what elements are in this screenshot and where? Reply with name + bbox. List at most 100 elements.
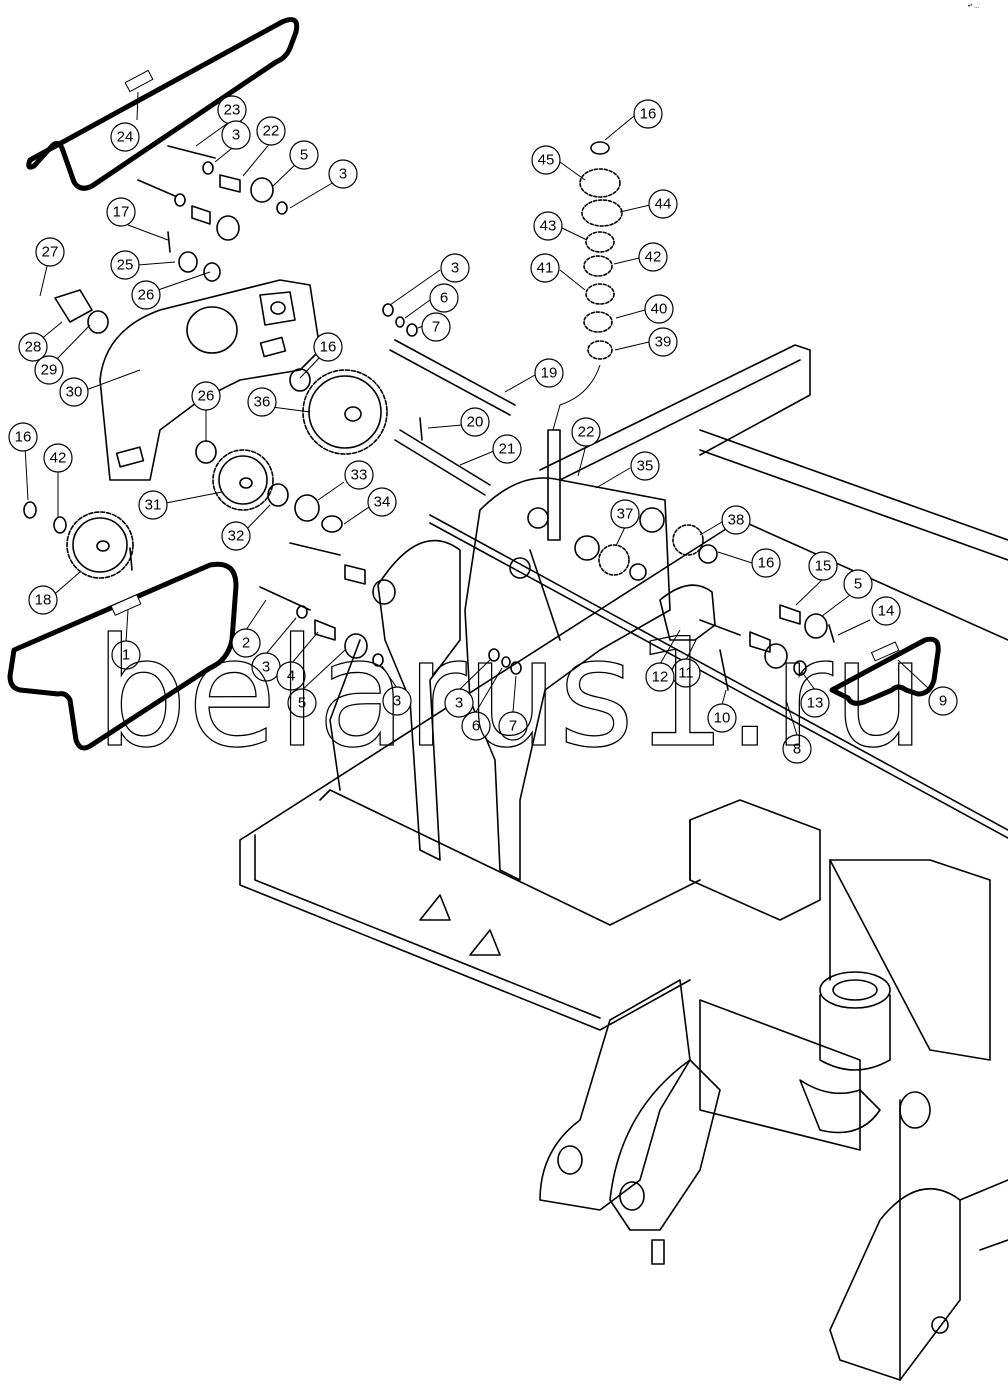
callout-21: 21 [492,434,522,464]
svg-text:32: 32 [228,528,245,545]
svg-text:30: 30 [66,384,83,401]
callout-7: 7 [498,711,528,741]
svg-text:37: 37 [617,506,634,523]
svg-text:1: 1 [122,647,130,664]
svg-text:18: 18 [35,592,52,609]
callout-16: 16 [633,99,663,129]
svg-text:21: 21 [499,441,516,458]
svg-text:23: 23 [224,102,241,119]
callout-16: 16 [751,548,781,578]
svg-text:5: 5 [854,576,862,593]
svg-text:16: 16 [15,429,32,446]
callout-6: 6 [461,711,491,741]
sprocket-18 [66,511,134,579]
callout-40: 40 [644,294,674,324]
callout-44: 44 [648,189,678,219]
callout-42: 42 [638,242,668,272]
callout-11: 11 [671,658,701,688]
svg-text:41: 41 [537,260,554,277]
callout-7: 7 [421,312,451,342]
svg-text:6: 6 [472,718,480,735]
chain-24 [26,17,300,191]
svg-text:28: 28 [25,339,42,356]
callout-22: 22 [256,116,286,146]
svg-text:44: 44 [655,196,672,213]
callout-32: 32 [221,521,251,551]
callout-38: 38 [721,505,751,535]
svg-text:36: 36 [254,394,271,411]
callout-26: 26 [191,381,221,411]
svg-text:6: 6 [440,290,448,307]
svg-text:4: 4 [287,668,295,685]
callout-3: 3 [328,159,358,189]
sprocket-36 [302,369,388,455]
callout-39: 39 [648,327,678,357]
callout-8: 8 [782,734,812,764]
sprocket-37 [598,544,630,576]
svg-text:22: 22 [578,424,595,441]
sprocket-stack-39-45 [579,141,623,360]
sprocket-31 [212,449,274,511]
svg-text:5: 5 [298,695,306,712]
svg-text:5: 5 [300,147,308,164]
svg-text:17: 17 [113,204,130,221]
callout-30: 30 [59,377,89,407]
callout-14: 14 [871,596,901,626]
svg-text:33: 33 [351,467,368,484]
svg-text:9: 9 [939,693,947,710]
svg-text:26: 26 [138,287,155,304]
callout-43: 43 [533,211,563,241]
svg-text:15: 15 [815,558,832,575]
callouts: 24 23 3 22 5 3 17 27 25 26 28 29 30 16 3… [8,95,958,764]
callout-2: 2 [231,628,261,658]
callout-29: 29 [34,355,64,385]
callout-24: 24 [110,122,140,152]
drive-plate [99,279,321,481]
chain-9 [829,636,941,706]
callout-27: 27 [35,237,65,267]
sprocket-38 [672,524,704,556]
callout-25: 25 [110,250,140,280]
svg-text:22: 22 [263,123,280,140]
callout-28: 28 [18,332,48,362]
callout-19: 19 [534,358,564,388]
callout-15: 15 [808,551,838,581]
callout-5: 5 [289,140,319,170]
svg-text:42: 42 [645,249,662,266]
svg-text:8: 8 [793,741,801,758]
callout-33: 33 [344,460,374,490]
callout-9: 9 [928,686,958,716]
svg-text:19: 19 [541,365,558,382]
svg-text:40: 40 [651,301,668,318]
callout-18: 18 [28,585,58,615]
svg-text:12: 12 [652,669,669,686]
svg-text:3: 3 [455,695,463,712]
svg-text:2: 2 [242,635,250,652]
corner-mark: •* ... [968,4,979,10]
callout-45: 45 [531,145,561,175]
leaders [24,91,929,736]
svg-text:3: 3 [339,166,347,183]
callout-16: 16 [8,422,38,452]
machine-frame [239,344,1008,1381]
svg-text:3: 3 [262,659,270,676]
callout-10: 10 [707,703,737,733]
svg-text:10: 10 [714,710,731,727]
watermark: belarus1.ru [95,607,925,781]
callout-37: 37 [610,499,640,529]
svg-text:31: 31 [145,497,162,514]
callout-34: 34 [367,487,397,517]
callout-1: 1 [111,640,141,670]
callout-13: 13 [800,688,830,718]
callout-5: 5 [287,688,317,718]
callout-35: 35 [630,451,660,481]
svg-text:7: 7 [509,718,517,735]
svg-text:25: 25 [117,257,134,274]
svg-text:16: 16 [758,555,775,572]
callout-3: 3 [440,253,470,283]
callout-20: 20 [460,407,490,437]
svg-text:20: 20 [467,414,484,431]
callout-41: 41 [530,253,560,283]
svg-text:38: 38 [728,512,745,529]
